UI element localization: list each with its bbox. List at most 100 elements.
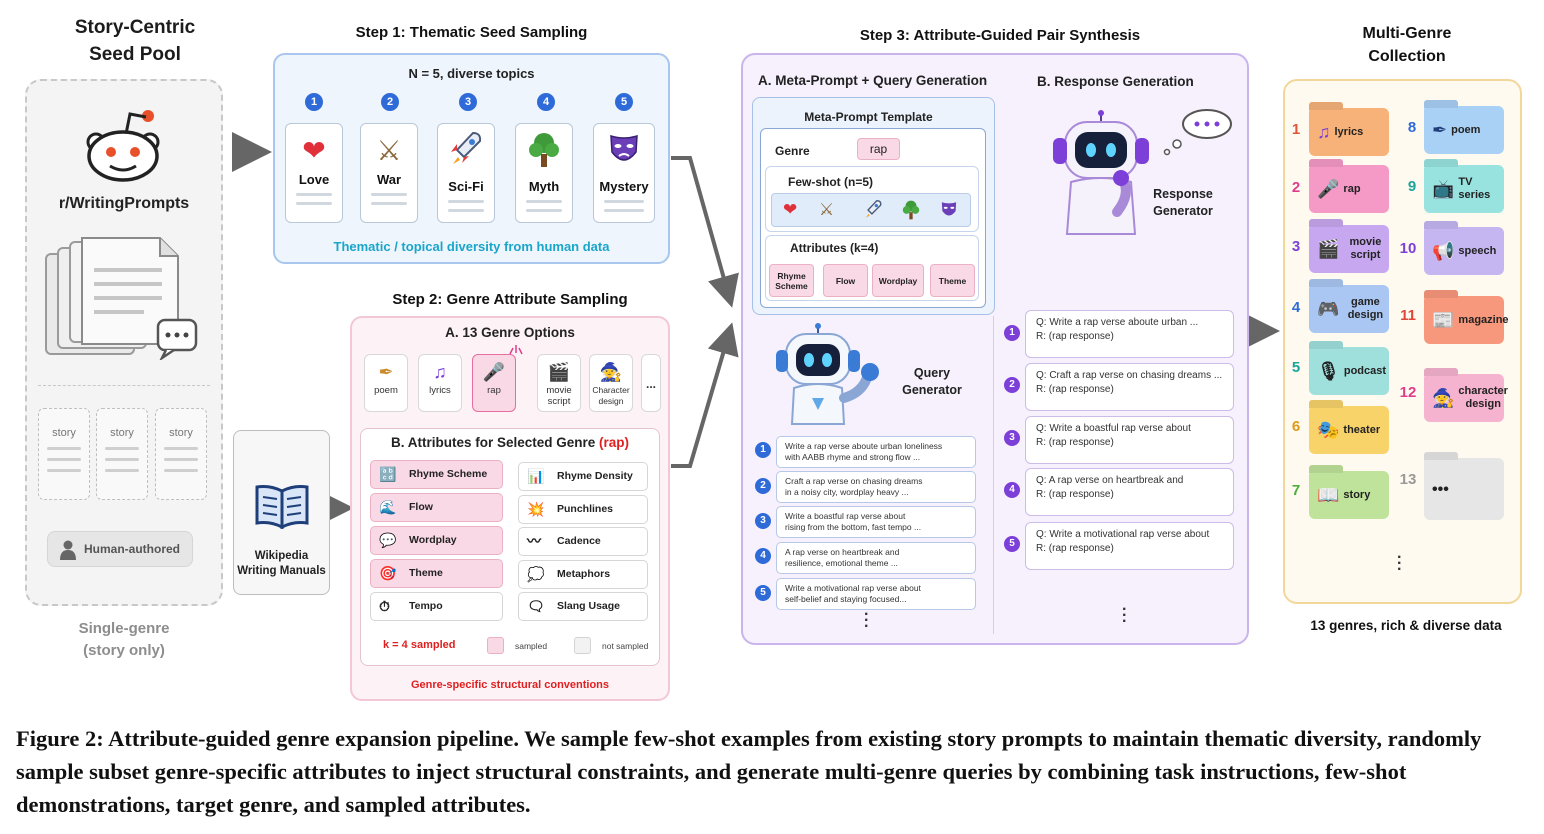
single-genre-label: Single-genre (story only)	[78, 620, 170, 659]
wizard-hat-icon: 🧙	[1432, 387, 1455, 408]
step2-title: Step 2: Genre Attribute Sampling	[392, 291, 628, 308]
template-attr-theme: Theme	[930, 264, 975, 297]
legend-k-sampled: k = 4 sampled	[383, 639, 456, 651]
collection-more-ellipsis: ···	[1397, 549, 1403, 578]
query-number-2: 2	[755, 478, 771, 494]
subreddit-label: r/WritingPrompts	[58, 195, 190, 212]
pair-number-5: 5	[1004, 536, 1020, 552]
template-attributes-label: Attributes (k=4)	[790, 241, 879, 255]
speech-bubble-icon: 💬	[379, 532, 397, 548]
step3-a-title: A. Meta-Prompt + Query Generation	[758, 73, 988, 88]
attribute-flow: 🌊Flow	[370, 493, 503, 522]
folder-magazine: 📰magazine	[1424, 296, 1509, 344]
story-card-3: story	[155, 408, 207, 500]
step1-footer: Thematic / topical diversity from human …	[333, 239, 610, 254]
folder-lyrics: ♫lyrics	[1309, 108, 1389, 156]
waveform-icon: 〰	[527, 533, 541, 549]
wave-icon: 🌊	[379, 499, 397, 515]
query-generator-robot-icon	[776, 323, 879, 425]
step3-title: Step 3: Attribute-Guided Pair Synthesis	[859, 27, 1141, 44]
folder-character-design: 🧙character design	[1424, 374, 1508, 422]
legend-not-sampled-swatch	[574, 637, 591, 654]
selection-spark-icon	[509, 345, 523, 355]
folder-theater: 🎭theater	[1309, 406, 1389, 454]
step1-header: N = 5, diverse topics	[408, 66, 535, 81]
swords-icon: ⚔	[376, 135, 402, 166]
podcast-microphone-icon: 🎙	[1317, 360, 1340, 381]
pair-number-2: 2	[1004, 377, 1020, 393]
rocket-icon	[451, 131, 482, 164]
response-generator-robot-icon	[1053, 109, 1232, 235]
bar-chart-icon: 📊	[527, 468, 545, 484]
microphone-icon: 🎤	[1317, 178, 1340, 199]
pair-number-4: 4	[1004, 482, 1020, 498]
chat-dots-icon: 🗨	[527, 598, 545, 614]
attribute-slang-usage: 🗨Slang Usage	[518, 592, 648, 621]
megaphone-icon: 📢	[1432, 240, 1455, 261]
folder-number-2: 2	[1291, 179, 1301, 196]
quill-icon: ✒	[1432, 119, 1448, 140]
microphone-icon: 🎤	[482, 362, 506, 382]
story-card-2: story	[96, 408, 148, 500]
human-authored-badge: Human-authored	[47, 531, 193, 567]
stopwatch-icon: ⏱	[379, 598, 390, 614]
attribute-rhyme-scheme: 🔡Rhyme Scheme	[370, 460, 503, 489]
query-more-ellipsis: ···	[864, 606, 870, 635]
topic-number-2: 2	[381, 93, 399, 111]
genre-option-lyrics: ♫lyrics	[418, 354, 462, 412]
fewshot-mask-icon	[941, 202, 957, 216]
folder-number-7: 7	[1291, 482, 1301, 499]
gamepad-icon: 🎮	[1317, 298, 1340, 319]
topic-number-4: 4	[537, 93, 555, 111]
genre-option-poem: ✒poem	[364, 354, 408, 412]
topic-card-war: ⚔ War	[360, 123, 418, 223]
step3-b-title: B. Response Generation	[1037, 74, 1194, 89]
folder-number-10: 10	[1399, 240, 1417, 257]
fewshot-strip	[771, 193, 971, 227]
attribute-cadence: 〰Cadence	[518, 527, 648, 556]
tv-icon: 📺	[1432, 178, 1455, 199]
music-note-icon: ♫	[433, 362, 447, 382]
template-attr-rhyme-scheme: Rhyme Scheme	[769, 264, 814, 297]
folder-number-8: 8	[1407, 119, 1417, 136]
attribute-tempo: ⏱Tempo	[370, 592, 503, 621]
newspaper-icon: 📰	[1432, 309, 1455, 330]
folder-number-6: 6	[1291, 418, 1301, 435]
burst-icon: 💥	[527, 501, 545, 517]
fewshot-tree-icon	[902, 200, 920, 220]
attribute-rhyme-density: 📊Rhyme Density	[518, 462, 648, 491]
template-attr-wordplay: Wordplay	[872, 264, 924, 297]
folder-number-13: 13	[1399, 471, 1417, 488]
legend-not-sampled-label: not sampled	[602, 641, 649, 651]
folder-number-9: 9	[1407, 178, 1417, 195]
query-number-4: 4	[755, 548, 771, 564]
pair-number-1: 1	[1004, 325, 1020, 341]
topic-card-love: ❤ Love	[285, 123, 343, 223]
folder-poem: ✒poem	[1424, 106, 1504, 154]
attributes-title: B. Attributes for Selected Genre (rap)	[390, 435, 630, 450]
legend-sampled-label: sampled	[515, 641, 548, 651]
genre-option-more: ...	[641, 354, 661, 412]
folder-number-4: 4	[1291, 299, 1301, 316]
pair-more-ellipsis: ···	[1122, 601, 1128, 630]
fewshot-swords-icon: ⚔	[819, 200, 835, 219]
clapperboard-icon: 🎬	[547, 362, 571, 382]
theater-masks-icon: 🎭	[1317, 419, 1340, 440]
folder-podcast: 🎙podcast	[1309, 347, 1389, 395]
clapperboard-icon: 🎬	[1317, 238, 1340, 259]
query-number-5: 5	[755, 585, 771, 601]
query-number-1: 1	[755, 442, 771, 458]
target-icon: 🎯	[379, 565, 397, 581]
pair-number-3: 3	[1004, 430, 1020, 446]
pair-card-2: Q: Craft a rap verse on chasing dreams .…	[1025, 363, 1234, 411]
folder-number-3: 3	[1291, 238, 1301, 255]
template-attr-flow: Flow	[823, 264, 868, 297]
